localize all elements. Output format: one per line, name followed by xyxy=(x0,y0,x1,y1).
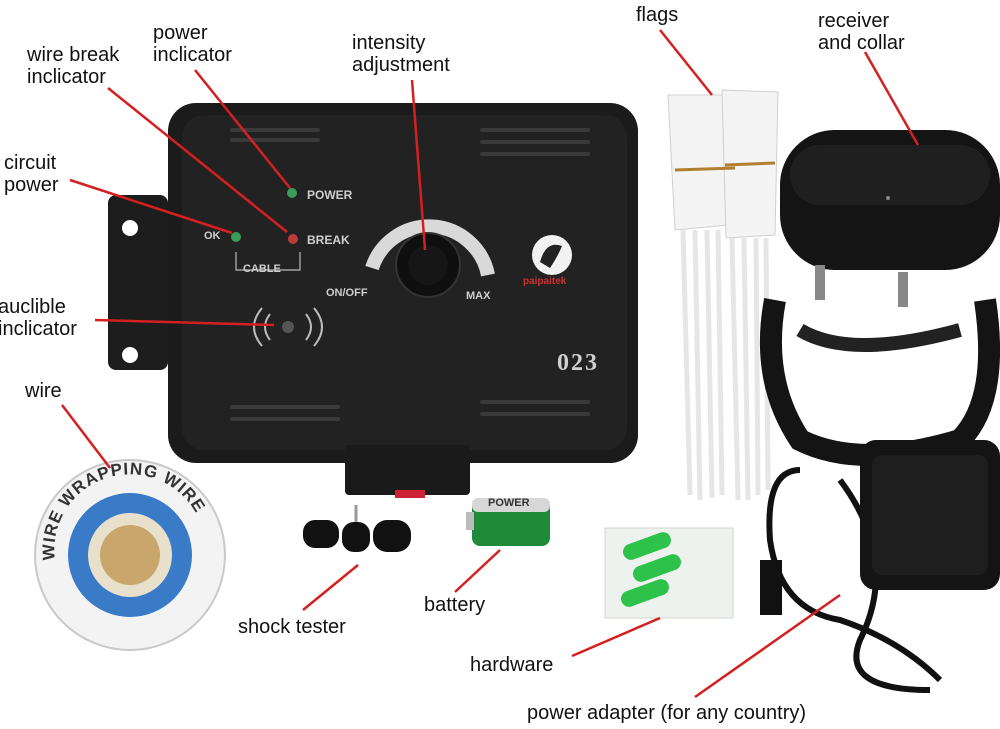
control-box xyxy=(108,103,638,498)
pointer-lines xyxy=(61,29,920,699)
label-audible: auclible inclicator xyxy=(0,296,77,340)
flags-image xyxy=(667,89,779,501)
model-number: 023 xyxy=(557,350,599,376)
on-off-text: ON/OFF xyxy=(326,287,368,299)
label-circuit-power: circuit power xyxy=(4,152,59,196)
battery-label: POWER xyxy=(488,497,530,509)
label-receiver: receiver and collar xyxy=(818,10,905,54)
label-shock-tester: shock tester xyxy=(238,616,346,638)
label-flags: flags xyxy=(636,4,679,26)
ok-led xyxy=(231,232,241,242)
power-adapter-image xyxy=(760,440,1000,693)
label-battery: battery xyxy=(424,594,486,616)
receiver-collar-image xyxy=(759,130,1000,466)
power-text: POWER xyxy=(307,188,353,202)
label-intensity: intensity adjustment xyxy=(352,32,450,76)
cable-text: CABLE xyxy=(243,263,281,275)
max-text: MAX xyxy=(466,290,491,302)
break-led xyxy=(288,234,298,244)
label-wire: wire xyxy=(25,380,62,402)
label-hardware: hardware xyxy=(470,654,554,676)
brand-logo: paipaitek xyxy=(523,276,567,287)
label-power-adapter: power adapter (for any country) xyxy=(527,702,807,724)
wire-spool-image: WIRE WRAPPING WIRE xyxy=(34,459,226,651)
break-text: BREAK xyxy=(307,233,350,247)
power-led xyxy=(287,188,297,198)
battery-image xyxy=(466,498,550,546)
shock-tester-image xyxy=(303,505,411,552)
label-power-indicator: power inclicator xyxy=(153,22,232,66)
ok-text: OK xyxy=(204,230,221,242)
hardware-image xyxy=(604,527,734,619)
label-wire-break: wire break inclicator xyxy=(27,44,120,88)
